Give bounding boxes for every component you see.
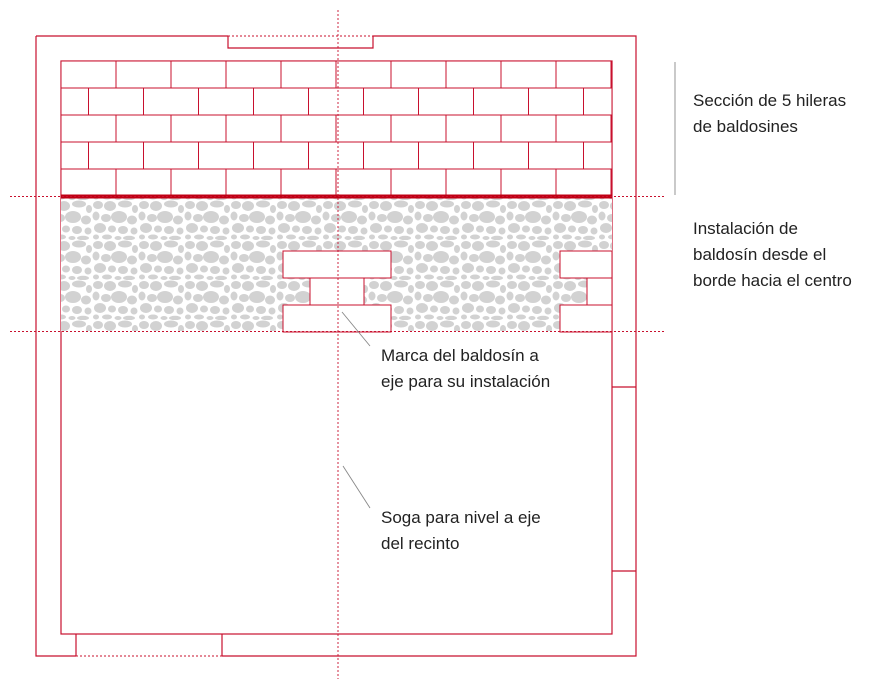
tile [583,87,613,116]
tile [115,60,172,89]
tile [363,87,419,116]
marker-tile [586,277,613,306]
install-label: Instalación de baldosín desde el borde h… [693,216,852,294]
section-label: Sección de 5 hileras de baldosines [693,88,846,140]
tile [473,141,529,170]
install-label-line-3: borde hacia el centro [693,271,852,290]
tile [610,60,613,89]
mark-leader [341,311,371,347]
tile [583,141,613,170]
tile [115,114,172,143]
tile [225,114,282,143]
tile [170,60,227,89]
tile [555,60,612,89]
tile [555,168,612,197]
tile [253,87,309,116]
tile [143,87,199,116]
rope-label-line-2: del recinto [381,534,460,553]
marker-tile [559,250,613,279]
tile [60,141,89,170]
tile [253,141,309,170]
tile [170,114,227,143]
tile [198,87,254,116]
tile [445,168,502,197]
tile [143,141,199,170]
tile [500,60,557,89]
mark-label: Marca del baldosín a eje para su instala… [381,343,550,395]
tile [500,168,557,197]
tile [390,168,447,197]
tile [528,87,584,116]
tile [170,168,227,197]
tile [115,168,172,197]
tile [88,87,144,116]
tile [555,114,612,143]
tile [60,168,117,197]
tile [390,114,447,143]
marker-tile [559,304,613,333]
tile [60,87,89,116]
section-label-line-2: de baldosines [693,117,798,136]
install-label-line-1: Instalación de [693,219,798,238]
tile [445,114,502,143]
tile [335,168,392,197]
section-label-line-1: Sección de 5 hileras [693,91,847,110]
tile [473,87,529,116]
marker-tile [282,304,392,333]
marker-tile [282,250,392,279]
tile [418,141,474,170]
tile [390,60,447,89]
tile [500,114,557,143]
tile [198,141,254,170]
tile [225,60,282,89]
rope-leader [342,465,371,509]
tile [610,168,613,197]
tile [308,87,364,116]
rope-label-line-1: Soga para nivel a eje [381,508,541,527]
tile [60,60,117,89]
rope-label: Soga para nivel a eje del recinto [381,505,541,557]
tile [335,60,392,89]
marker-tile [309,277,365,306]
tile [335,114,392,143]
tile [225,168,282,197]
axis-guides [10,10,664,679]
tile [280,60,337,89]
mark-label-line-2: eje para su instalación [381,372,551,391]
tile [60,114,117,143]
tile [308,141,364,170]
mark-label-line-1: Marca del baldosín a [381,346,539,365]
tile [280,168,337,197]
door-openings [76,35,637,657]
tile [88,141,144,170]
tile [363,141,419,170]
tile [445,60,502,89]
tile-rows-section [60,60,613,333]
tile [528,141,584,170]
install-label-line-2: baldosín desde el [693,245,827,264]
tile [280,114,337,143]
tile [610,114,613,143]
tile [418,87,474,116]
